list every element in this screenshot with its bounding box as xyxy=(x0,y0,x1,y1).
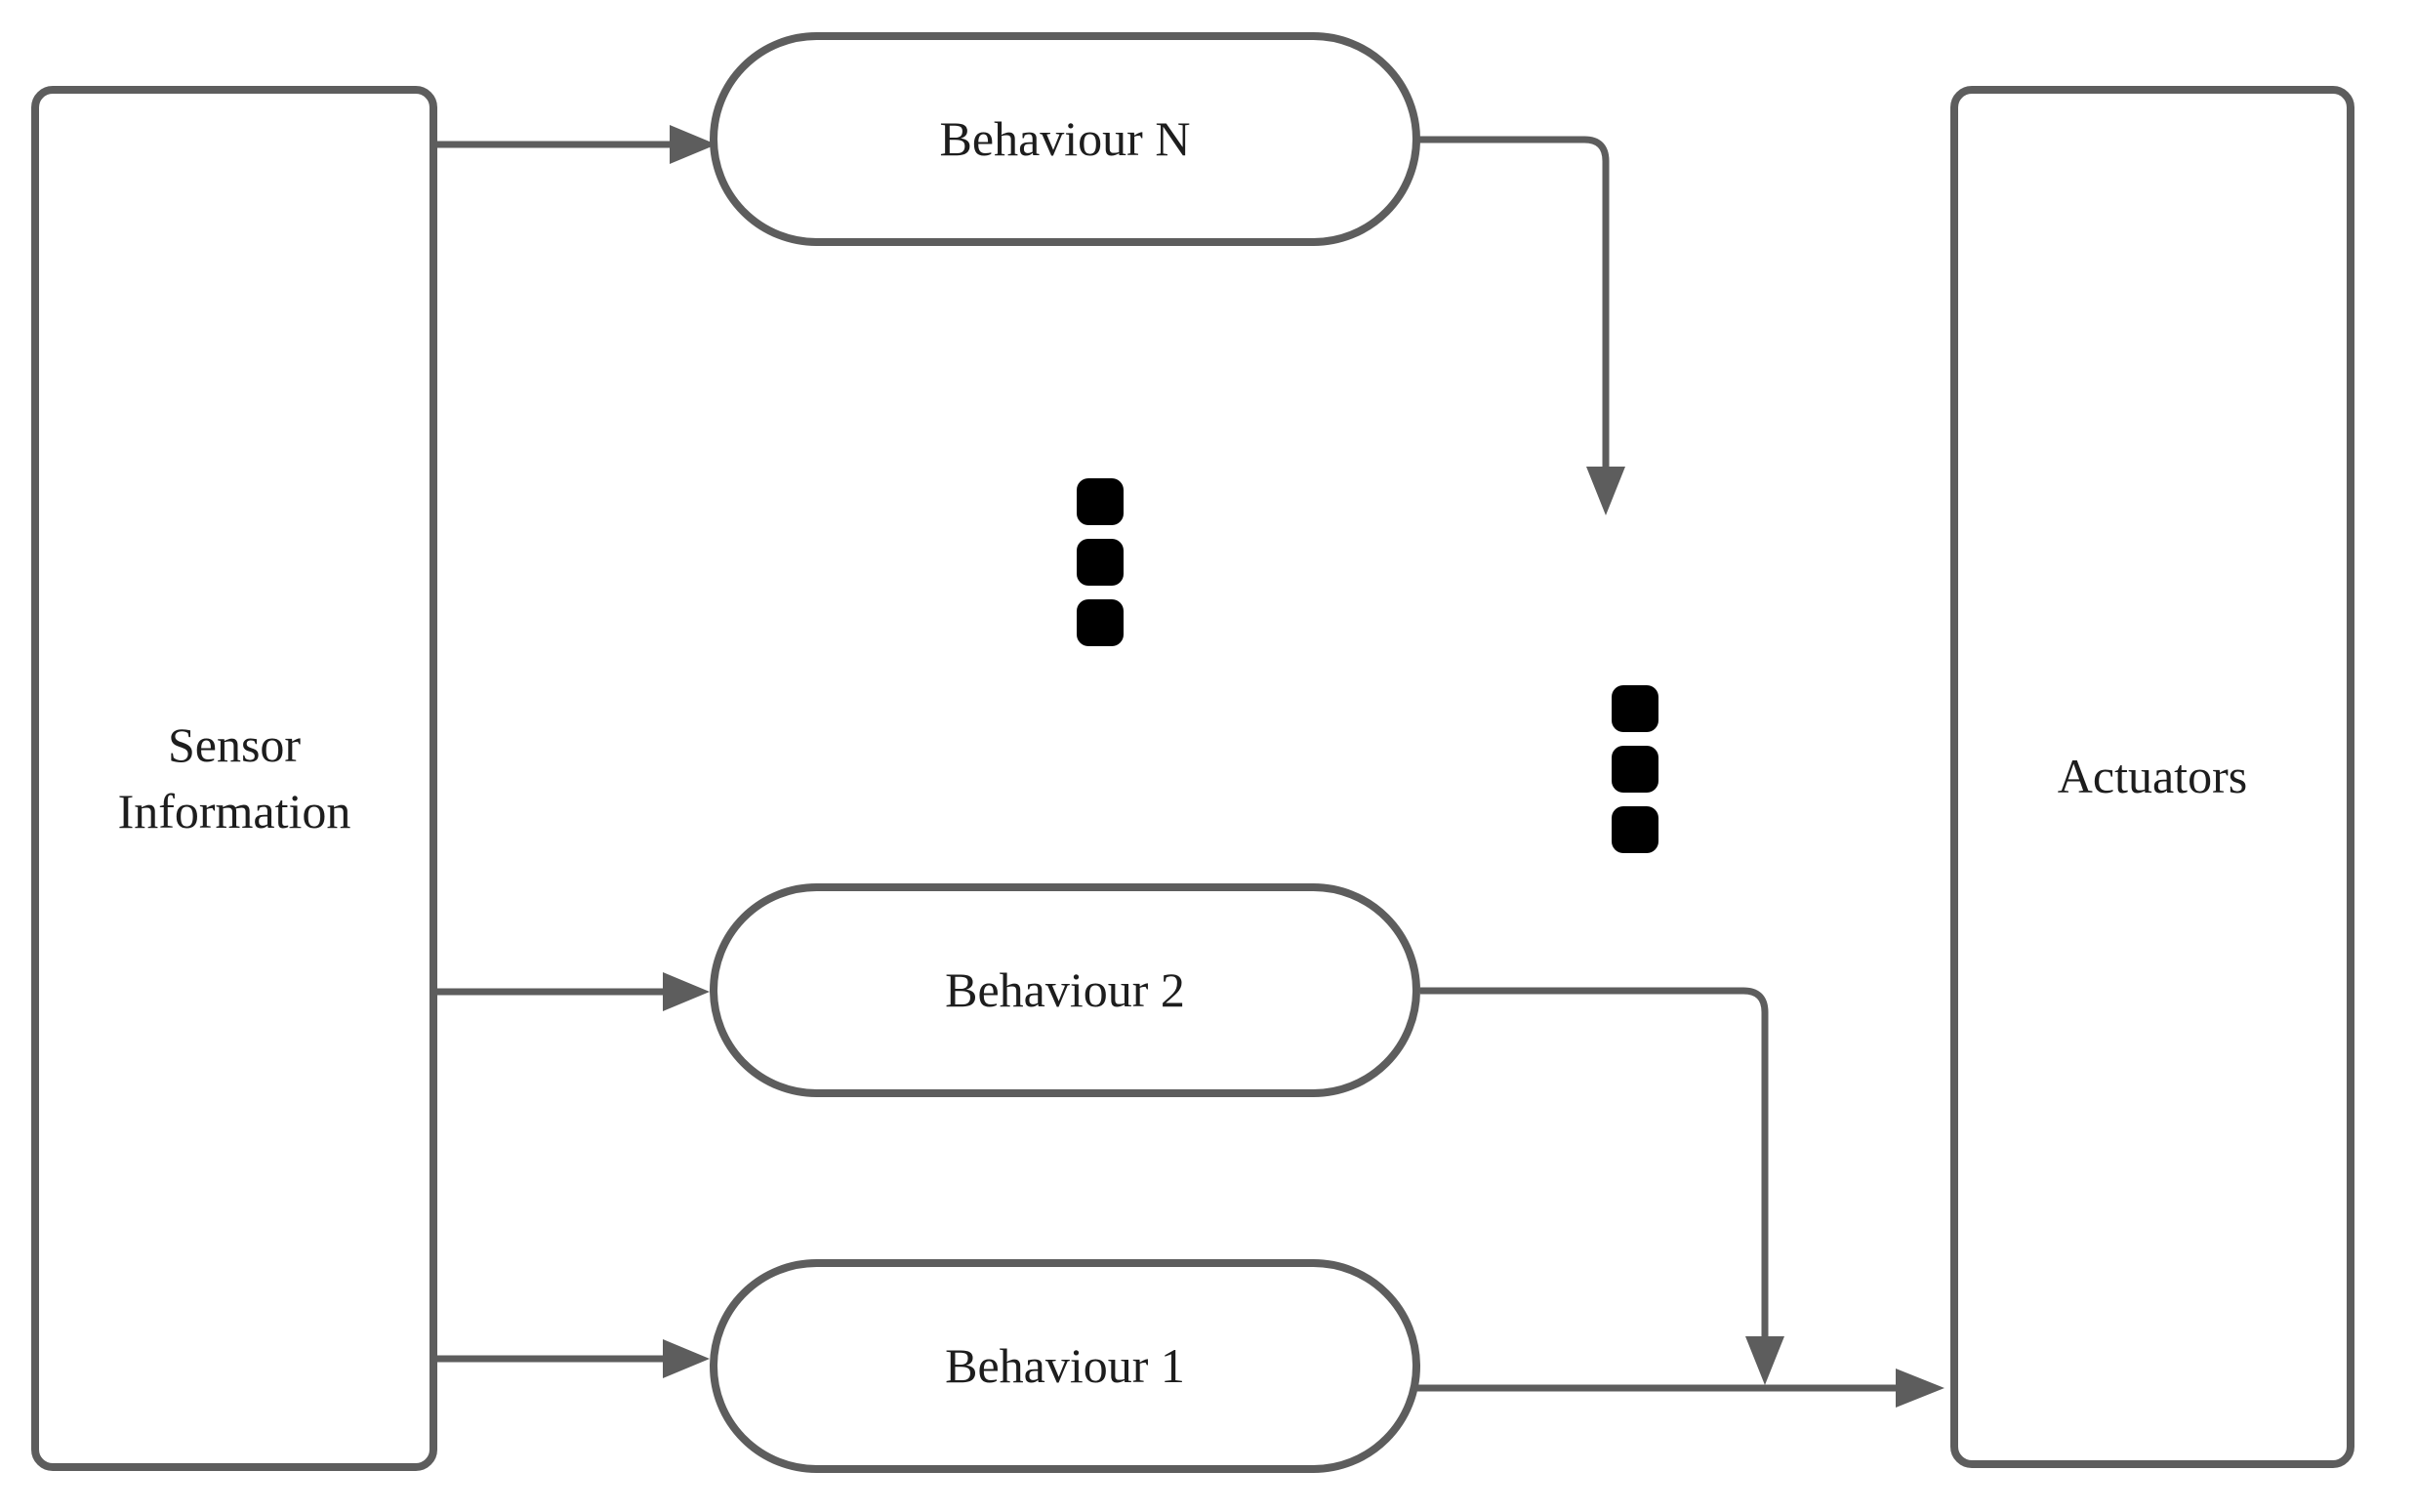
node-sensor-information: Sensor Information xyxy=(31,86,437,1471)
edge-behaviour-n-down-arrowhead xyxy=(1586,467,1625,515)
ellipsis-dot xyxy=(1077,478,1124,525)
node-behaviour-2: Behaviour 2 xyxy=(710,883,1420,1097)
edge-sensor-to-behaviour-2-arrowhead xyxy=(663,972,710,1011)
ellipsis-dot xyxy=(1612,746,1658,793)
behaviour-n-label: Behaviour N xyxy=(939,110,1191,166)
actuators-label: Actuators xyxy=(2057,749,2248,804)
vertical-ellipsis-behaviours xyxy=(1077,478,1124,646)
sensor-information-label: Sensor Information xyxy=(117,717,351,838)
node-behaviour-1: Behaviour 1 xyxy=(710,1259,1420,1473)
node-actuators: Actuators xyxy=(1950,86,2354,1468)
vertical-ellipsis-outputs xyxy=(1612,685,1658,853)
ellipsis-dot xyxy=(1077,599,1124,646)
behaviour-1-label: Behaviour 1 xyxy=(945,1337,1185,1393)
edge-behaviour-1-to-actuators-arrowhead xyxy=(1896,1369,1944,1408)
ellipsis-dot xyxy=(1612,685,1658,732)
edge-sensor-to-behaviour-1-arrowhead xyxy=(663,1339,710,1378)
ellipsis-dot xyxy=(1077,539,1124,586)
ellipsis-dot xyxy=(1612,806,1658,853)
edge-behaviour-2-down-arrowhead xyxy=(1745,1336,1784,1385)
behaviour-2-label: Behaviour 2 xyxy=(945,961,1185,1017)
node-behaviour-n: Behaviour N xyxy=(710,32,1420,246)
edge-behaviour-n-down-line xyxy=(1418,136,1610,467)
edge-behaviour-2-down-line xyxy=(1420,987,1769,1336)
